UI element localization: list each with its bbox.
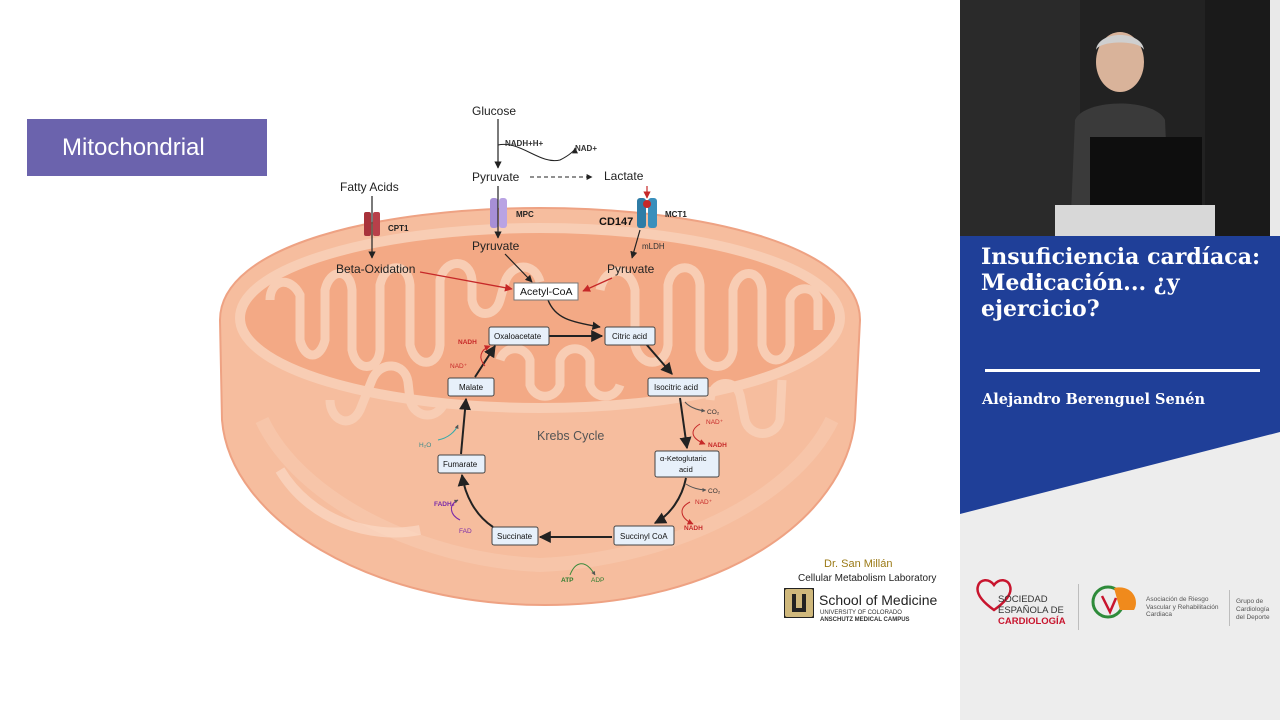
node-fumarate: Fumarate bbox=[438, 455, 485, 473]
label-fatty-acids: Fatty Acids bbox=[340, 180, 399, 194]
svg-text:Isocitric acid: Isocitric acid bbox=[654, 383, 698, 392]
credit-university: UNIVERSITY OF COLORADO bbox=[820, 610, 902, 616]
node-citric-acid: Citric acid bbox=[605, 327, 655, 345]
label-fadh2: FADH₂ bbox=[434, 501, 455, 508]
svg-text:α-Ketoglutaric: α-Ketoglutaric bbox=[660, 454, 707, 463]
label-nad-r2: NAD⁺ bbox=[695, 499, 713, 506]
gcd-line2: Cardiología bbox=[1236, 606, 1270, 614]
node-oxaloacetate: Oxaloacetate bbox=[489, 327, 549, 345]
label-beta-oxidation: Beta-Oxidation bbox=[336, 262, 415, 276]
label-pyruvate-mid: Pyruvate bbox=[472, 239, 520, 253]
label-pyruvate-top: Pyruvate bbox=[472, 170, 520, 184]
sec-line2: ESPAÑOLA DE bbox=[998, 605, 1064, 616]
node-succinate: Succinate bbox=[492, 527, 538, 545]
label-mldh: mLDH bbox=[642, 242, 665, 251]
node-acetyl-coa: Acetyl-CoA bbox=[514, 283, 578, 300]
label-nad-top: NAD⁺ bbox=[450, 363, 468, 370]
label-krebs-cycle: Krebs Cycle bbox=[537, 429, 604, 443]
presentation-slide: Mitochondrial bbox=[0, 0, 960, 720]
label-cd147: CD147 bbox=[599, 216, 633, 228]
svg-text:acid: acid bbox=[679, 465, 693, 474]
logo-separator-1 bbox=[1078, 584, 1079, 630]
svg-text:Fumarate: Fumarate bbox=[443, 460, 478, 469]
node-malate: Malate bbox=[448, 378, 494, 396]
video-edge bbox=[1270, 0, 1280, 236]
credit-lab: Cellular Metabolism Laboratory bbox=[798, 573, 936, 584]
svg-text:Acetyl-CoA: Acetyl-CoA bbox=[520, 286, 573, 298]
speaker-video-frame bbox=[960, 0, 1270, 236]
svg-text:Succinyl CoA: Succinyl CoA bbox=[620, 532, 668, 541]
society-logos: SOCIEDAD ESPAÑOLA DE CARDIOLOGÍA Asociac… bbox=[960, 560, 1280, 650]
label-mpc: MPC bbox=[516, 210, 534, 219]
label-atp: ATP bbox=[561, 577, 574, 584]
svg-text:Oxaloacetate: Oxaloacetate bbox=[494, 332, 542, 341]
speaker-video bbox=[960, 0, 1270, 236]
label-co2-1: CO₂ bbox=[707, 409, 720, 416]
label-h2o: H₂O bbox=[419, 442, 431, 449]
node-succinyl-coa: Succinyl CoA bbox=[614, 526, 674, 545]
label-nad-r1: NAD⁺ bbox=[706, 419, 724, 426]
label-nadh-r1: NADH bbox=[708, 442, 727, 449]
label-glucose: Glucose bbox=[472, 104, 516, 118]
sec-line3: CARDIOLOGÍA bbox=[998, 616, 1066, 627]
label-nadh-h: NADH+H+ bbox=[505, 139, 544, 148]
gcd-line3: del Deporte bbox=[1236, 614, 1270, 622]
arvc-logo-icon bbox=[1090, 582, 1140, 624]
credit-author: Dr. San Millán bbox=[824, 558, 892, 570]
metabolism-diagram: Glucose NADH+H+ NAD+ Pyruvate Lactate Fa… bbox=[0, 0, 960, 720]
svg-text:Malate: Malate bbox=[459, 383, 484, 392]
mitochondrion-shape bbox=[220, 208, 860, 605]
label-cpt1: CPT1 bbox=[388, 224, 409, 233]
label-nad-plus: NAD+ bbox=[575, 144, 597, 153]
cu-logo-icon bbox=[784, 588, 814, 618]
title-panel: Insuficiencia cardíaca: Medicación... ¿y… bbox=[960, 236, 1280, 516]
talk-title: Insuficiencia cardíaca: Medicación... ¿y… bbox=[981, 244, 1266, 322]
conference-sidebar: Insuficiencia cardíaca: Medicación... ¿y… bbox=[960, 0, 1280, 720]
title-divider bbox=[985, 369, 1260, 372]
arvc-text: Asociación de Riesgo Vascular y Rehabili… bbox=[1146, 596, 1226, 619]
label-nadh-r2: NADH bbox=[684, 525, 703, 532]
svg-text:Succinate: Succinate bbox=[497, 532, 533, 541]
node-alpha-ketoglutaric-acid: α-Ketoglutaric acid bbox=[655, 451, 719, 477]
label-co2-2: CO₂ bbox=[708, 488, 721, 495]
svg-text:Citric acid: Citric acid bbox=[612, 332, 647, 341]
label-nadh-top: NADH bbox=[458, 339, 477, 346]
logo-separator-2 bbox=[1229, 590, 1230, 626]
credit-campus: ANSCHUTZ MEDICAL CAMPUS bbox=[820, 617, 910, 623]
label-lactate: Lactate bbox=[604, 169, 644, 183]
label-adp: ADP bbox=[591, 577, 604, 584]
label-fad: FAD bbox=[459, 528, 472, 535]
credit-school: School of Medicine bbox=[819, 592, 937, 608]
sec-line1: SOCIEDAD bbox=[998, 594, 1048, 605]
label-pyruvate-right: Pyruvate bbox=[607, 262, 655, 276]
speaker-name: Alejandro Berenguel Senén bbox=[982, 391, 1205, 408]
gcd-text: Grupo de Cardiología del Deporte bbox=[1236, 598, 1270, 622]
node-isocitric-acid: Isocitric acid bbox=[648, 378, 708, 396]
label-mct1: MCT1 bbox=[665, 210, 687, 219]
gcd-line1: Grupo de bbox=[1236, 598, 1270, 606]
